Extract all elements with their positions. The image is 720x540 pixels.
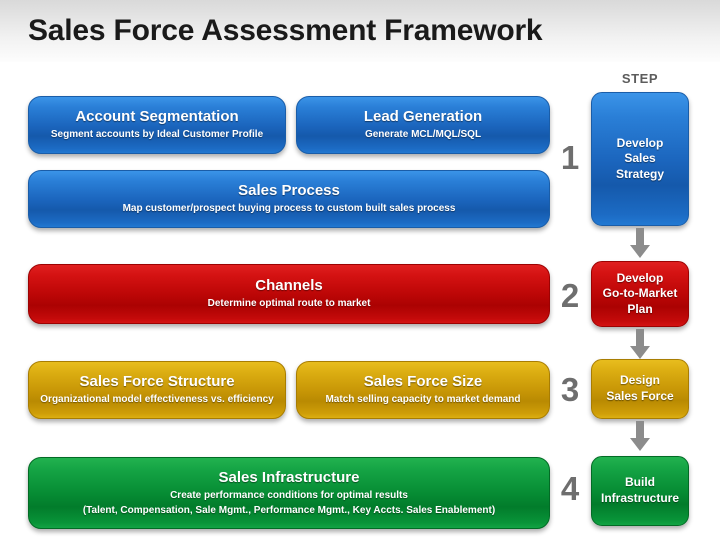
page-title: Sales Force Assessment Framework <box>28 14 543 47</box>
panel-title: Sales Force Size <box>363 373 483 391</box>
panel-title: Lead Generation <box>363 108 483 126</box>
panel-sales-infrastructure[interactable]: Sales Infrastructure Create performance … <box>28 457 550 529</box>
step-number-1: 1 <box>560 139 580 176</box>
panel-subtitle: Map customer/prospect buying process to … <box>122 203 456 215</box>
panel-subtitle: Determine optimal route to market <box>207 298 371 310</box>
step-line-1: Design <box>619 373 660 388</box>
arrow-down-icon-2 <box>630 329 650 359</box>
step-line-1: Develop <box>616 135 664 150</box>
panel-subtitle: Organizational model effectiveness vs. e… <box>40 394 274 406</box>
panel-subtitle: Match selling capacity to market demand <box>325 394 521 406</box>
step-column-label: STEP <box>621 71 659 86</box>
arrow-down-icon-1 <box>630 228 650 258</box>
step-number-3: 3 <box>560 371 580 408</box>
step-box-build-infrastructure[interactable]: Build Infrastructure <box>591 456 689 526</box>
step-line-2: Infrastructure <box>600 491 680 505</box>
step-line-2: Sales Force <box>606 389 674 403</box>
panel-subtitle: Segment accounts by Ideal Customer Profi… <box>50 129 264 141</box>
step-line-3: Plan <box>627 301 653 316</box>
header-band <box>0 0 720 62</box>
panel-title: Account Segmentation <box>75 108 239 126</box>
step-number-4: 4 <box>560 470 580 507</box>
panel-lead-generation[interactable]: Lead Generation Generate MCL/MQL/SQL <box>296 96 550 154</box>
panel-subtitle-line1: Create performance conditions for optima… <box>170 490 408 502</box>
step-line-1: Develop <box>616 270 664 285</box>
panel-sales-force-size[interactable]: Sales Force Size Match selling capacity … <box>296 361 550 419</box>
arrow-down-icon-3 <box>630 421 650 451</box>
step-line-2: Sales <box>624 151 656 166</box>
panel-title: Sales Force Structure <box>79 373 235 391</box>
panel-subtitle: Generate MCL/MQL/SQL <box>364 129 482 141</box>
panel-subtitle-line2: (Talent, Compensation, Sale Mgmt., Perfo… <box>82 504 496 516</box>
step-box-develop-go-to-market-plan[interactable]: Develop Go-to-Market Plan <box>591 261 689 327</box>
step-number-2: 2 <box>560 277 580 314</box>
step-box-develop-sales-strategy[interactable]: Develop Sales Strategy <box>591 92 689 226</box>
step-line-1: Build <box>625 475 655 490</box>
step-box-design-sales-force[interactable]: Design Sales Force <box>591 359 689 419</box>
step-line-3: Strategy <box>615 166 665 181</box>
panel-title: Sales Infrastructure <box>218 468 360 486</box>
panel-sales-process[interactable]: Sales Process Map customer/prospect buyi… <box>28 170 550 228</box>
panel-title: Channels <box>255 277 323 295</box>
panel-channels[interactable]: Channels Determine optimal route to mark… <box>28 264 550 324</box>
step-line-2: Go-to-Market <box>602 286 678 301</box>
panel-title: Sales Process <box>238 182 340 200</box>
panel-sales-force-structure[interactable]: Sales Force Structure Organizational mod… <box>28 361 286 419</box>
panel-account-segmentation[interactable]: Account Segmentation Segment accounts by… <box>28 96 286 154</box>
